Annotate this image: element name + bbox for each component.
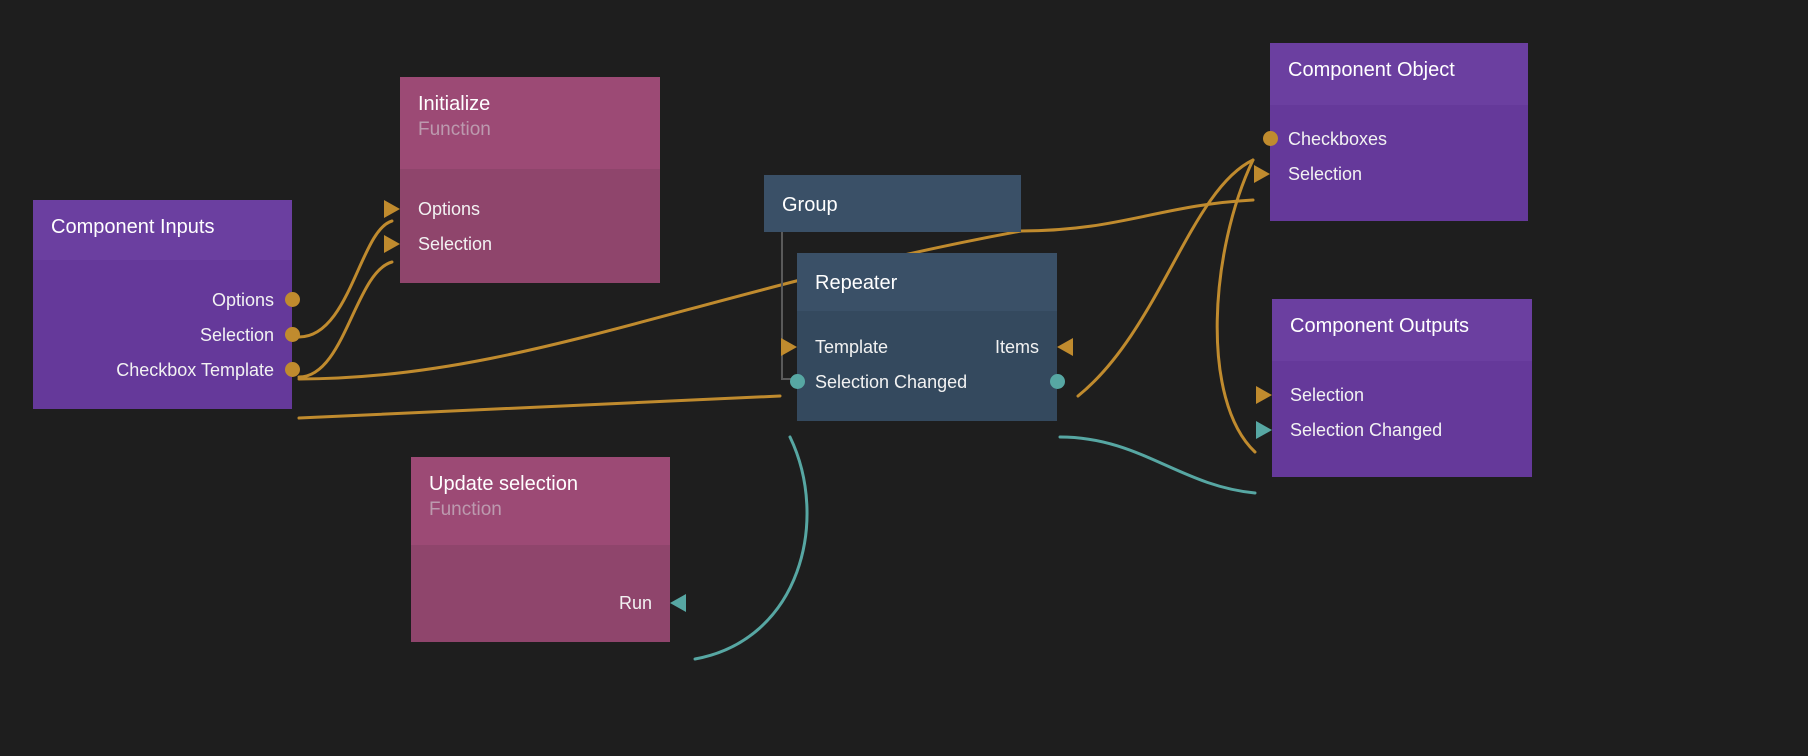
node-title-group: Group [782,193,838,216]
port-arrow-repeater-items-in[interactable] [1057,337,1073,356]
edge-object-checkboxes-to-outputs-selection [1215,158,1257,454]
port-label-outputs-selection-changed: Selection Changed [1290,419,1443,440]
port-label-initialize-selection: Selection [418,233,493,254]
port-row-selection[interactable]: Selection [33,317,300,352]
port-dot-selection-out[interactable] [284,327,300,342]
port-label-object-selection: Selection [1288,163,1363,184]
port-dot-checkbox-template-out[interactable] [284,362,300,377]
node-header-initialize: Initialize Function [400,77,660,169]
node-header-component-outputs: Component Outputs [1272,299,1532,361]
edge-inputs-selection-to-initialize-selection [297,260,394,379]
node-header-component-inputs: Component Inputs [33,200,292,260]
node-initialize[interactable]: Initialize Function Options Selection [384,77,660,283]
node-header-group: Group [764,175,1021,232]
port-dot-object-checkboxes-in[interactable] [1262,131,1278,146]
edge-inputs-template-to-repeater-template [297,394,782,420]
port-row-repeater-template-items[interactable]: Template Items [781,329,1073,364]
port-row-initialize-selection[interactable]: Selection [384,226,660,261]
edge-group-to-object-selection [1019,198,1255,233]
port-label-repeater-template: Template [815,336,889,357]
node-body-repeater: Template Items Selection Changed [781,311,1073,421]
port-row-options[interactable]: Options [33,282,300,317]
node-header-update-selection: Update selection Function [411,457,670,545]
edge-repeater-selchanged-to-update-run [693,435,809,661]
node-component-outputs[interactable]: Component Outputs Selection Selection Ch… [1256,299,1532,477]
port-arrow-initialize-selection-in[interactable] [384,234,400,253]
port-arrow-object-selection-in[interactable] [1254,164,1270,183]
node-component-inputs[interactable]: Component Inputs Options Selection Check… [33,200,300,409]
node-subtitle-initialize: Function [418,119,491,140]
port-label-update-run: Run [618,592,652,613]
node-title-component-inputs: Component Inputs [51,216,215,238]
port-dot-repeater-selection-changed-out[interactable] [1049,374,1065,389]
node-title-component-outputs: Component Outputs [1290,315,1469,337]
port-label-repeater-items: Items [994,336,1039,357]
port-label-checkbox-template: Checkbox Template [116,359,274,380]
node-subtitle-update-selection: Function [429,499,502,520]
port-label-repeater-selection-changed: Selection Changed [815,371,968,392]
edge-repeater-selchanged-to-outputs-selchanged [1058,435,1257,495]
port-label-initialize-options: Options [418,198,481,219]
node-component-object[interactable]: Component Object Checkboxes Selection [1254,43,1528,221]
node-body-component-inputs: Options Selection Checkbox Template [33,260,300,409]
edge-inputs-options-to-initialize-options [297,219,394,339]
port-label-object-checkboxes: Checkboxes [1288,128,1388,149]
port-arrow-repeater-template-in[interactable] [781,337,797,356]
port-row-object-checkboxes[interactable]: Checkboxes [1262,121,1528,156]
port-row-repeater-selection-changed[interactable]: Selection Changed [789,364,1065,399]
node-group[interactable]: Group [764,175,1021,232]
port-arrow-initialize-options-in[interactable] [384,199,400,218]
port-label-outputs-selection: Selection [1290,384,1365,405]
port-row-outputs-selection-changed[interactable]: Selection Changed [1256,412,1532,447]
node-title-repeater: Repeater [815,272,898,294]
edge-object-checkboxes-to-repeater-items [1076,158,1255,398]
node-body-component-outputs: Selection Selection Changed [1256,361,1532,477]
node-title-initialize: Initialize [418,93,491,115]
port-arrow-outputs-selection-changed-in[interactable] [1256,420,1272,439]
node-update-selection[interactable]: Update selection Function Run [411,457,686,642]
port-label-options: Options [211,289,274,310]
port-dot-options-out[interactable] [284,292,300,307]
node-body-initialize: Options Selection [384,169,660,283]
node-title-component-object: Component Object [1288,59,1455,81]
port-row-update-run[interactable]: Run [411,585,686,620]
port-row-object-selection[interactable]: Selection [1254,156,1528,191]
port-row-initialize-options[interactable]: Options [384,191,660,226]
port-arrow-outputs-selection-in[interactable] [1256,385,1272,404]
node-title-update-selection: Update selection [429,473,578,495]
port-label-selection: Selection [199,324,274,345]
port-arrow-update-run-in[interactable] [670,593,686,612]
node-header-component-object: Component Object [1270,43,1528,105]
port-dot-repeater-selection-changed-in[interactable] [789,374,805,389]
node-repeater[interactable]: Repeater Template Items Selection Change… [781,253,1073,421]
node-header-repeater: Repeater [797,253,1057,311]
node-body-component-object: Checkboxes Selection [1254,105,1528,221]
port-row-outputs-selection[interactable]: Selection [1256,377,1532,412]
port-row-checkbox-template[interactable]: Checkbox Template [33,352,300,387]
node-body-update-selection: Run [411,545,686,642]
